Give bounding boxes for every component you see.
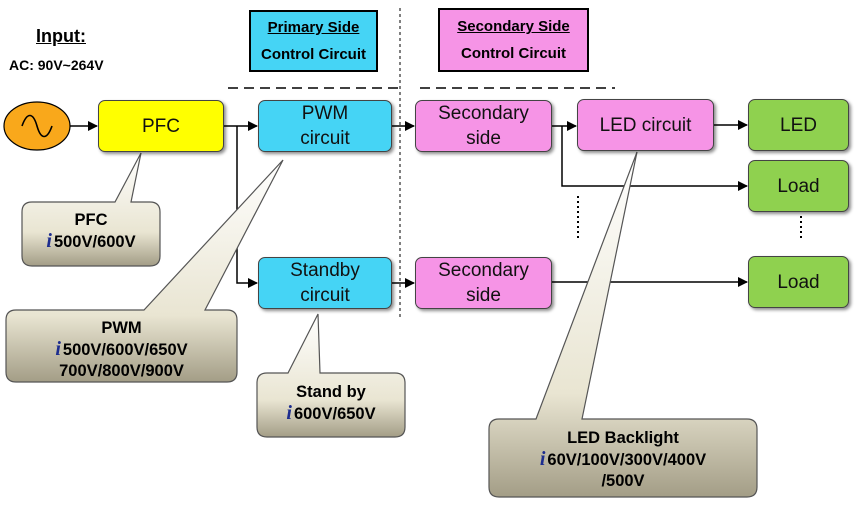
brand-logo-icon: i bbox=[55, 338, 61, 360]
secondary-top-line1: Secondary bbox=[438, 103, 529, 124]
led-backlight-callout-shape bbox=[488, 151, 758, 498]
led-backlight-voltages-1: 60V/100V/300V/400V bbox=[547, 451, 707, 469]
primary-side-title: Primary Side bbox=[267, 19, 360, 36]
secondary-bottom-line2: side bbox=[466, 285, 501, 306]
pwm-callout-title: PWM bbox=[101, 319, 142, 337]
standby-callout-title: Stand by bbox=[296, 383, 366, 401]
input-voltage: AC: 90V~264V bbox=[9, 57, 104, 73]
pfc-to-standby-arrow bbox=[236, 126, 258, 288]
led-circuit-block: LED circuit bbox=[577, 99, 714, 151]
pwm-callout-voltages-2: 700V/800V/900V bbox=[59, 362, 184, 380]
pwm-callout-voltages-1: 500V/600V/650V bbox=[62, 341, 188, 359]
load-block-bottom: Load bbox=[748, 256, 849, 308]
secondary-side-subtitle: Control Circuit bbox=[461, 45, 566, 62]
led-backlight-callout-title: LED Backlight bbox=[567, 429, 679, 447]
led-backlight-voltages-2: /500V bbox=[601, 472, 645, 490]
secondary-side-block-top: Secondary side bbox=[415, 100, 552, 152]
pfc-callout-title: PFC bbox=[74, 211, 108, 229]
pfc-callout-voltages: 500V/600V bbox=[53, 233, 136, 251]
primary-side-header: Primary Side Control Circuit bbox=[249, 10, 378, 72]
pfc-block-label: PFC bbox=[142, 115, 180, 137]
secondary-top-line2: side bbox=[466, 128, 501, 149]
standby-callout-voltages: 600V/650V bbox=[293, 405, 376, 423]
load-bottom-label: Load bbox=[777, 271, 820, 293]
load-block-top: Load bbox=[748, 160, 849, 212]
brand-logo-icon: i bbox=[286, 402, 292, 424]
led-output-block: LED bbox=[748, 99, 849, 151]
standby-block-line2: circuit bbox=[300, 285, 350, 306]
input-title: Input: bbox=[36, 26, 86, 46]
pwm-block-line1: PWM bbox=[301, 103, 349, 124]
standby-circuit-block: Standby circuit bbox=[258, 257, 392, 309]
secondary-side-title: Secondary Side bbox=[457, 18, 570, 35]
standby-block-line1: Standby bbox=[290, 260, 360, 281]
primary-side-subtitle: Control Circuit bbox=[261, 46, 366, 63]
pwm-circuit-block: PWM circuit bbox=[258, 100, 392, 152]
led-circuit-label: LED circuit bbox=[599, 114, 692, 136]
pfc-callout-shape bbox=[21, 152, 161, 267]
pwm-block-line2: circuit bbox=[300, 128, 350, 149]
pwm-callout-shape bbox=[5, 159, 284, 383]
sine-wave-icon bbox=[21, 114, 53, 138]
load-top-label: Load bbox=[777, 175, 820, 197]
brand-logo-icon: i bbox=[46, 230, 52, 252]
secondary-bottom-line1: Secondary bbox=[438, 260, 529, 281]
brand-logo-icon: i bbox=[539, 448, 546, 470]
pfc-block: PFC bbox=[98, 100, 224, 152]
secondary-side-block-bottom: Secondary side bbox=[415, 257, 552, 309]
secondary-to-load-arrow bbox=[561, 126, 748, 191]
secondary-side-header: Secondary Side Control Circuit bbox=[438, 8, 589, 72]
standby-callout-shape bbox=[256, 313, 406, 438]
led-output-label: LED bbox=[780, 114, 817, 136]
